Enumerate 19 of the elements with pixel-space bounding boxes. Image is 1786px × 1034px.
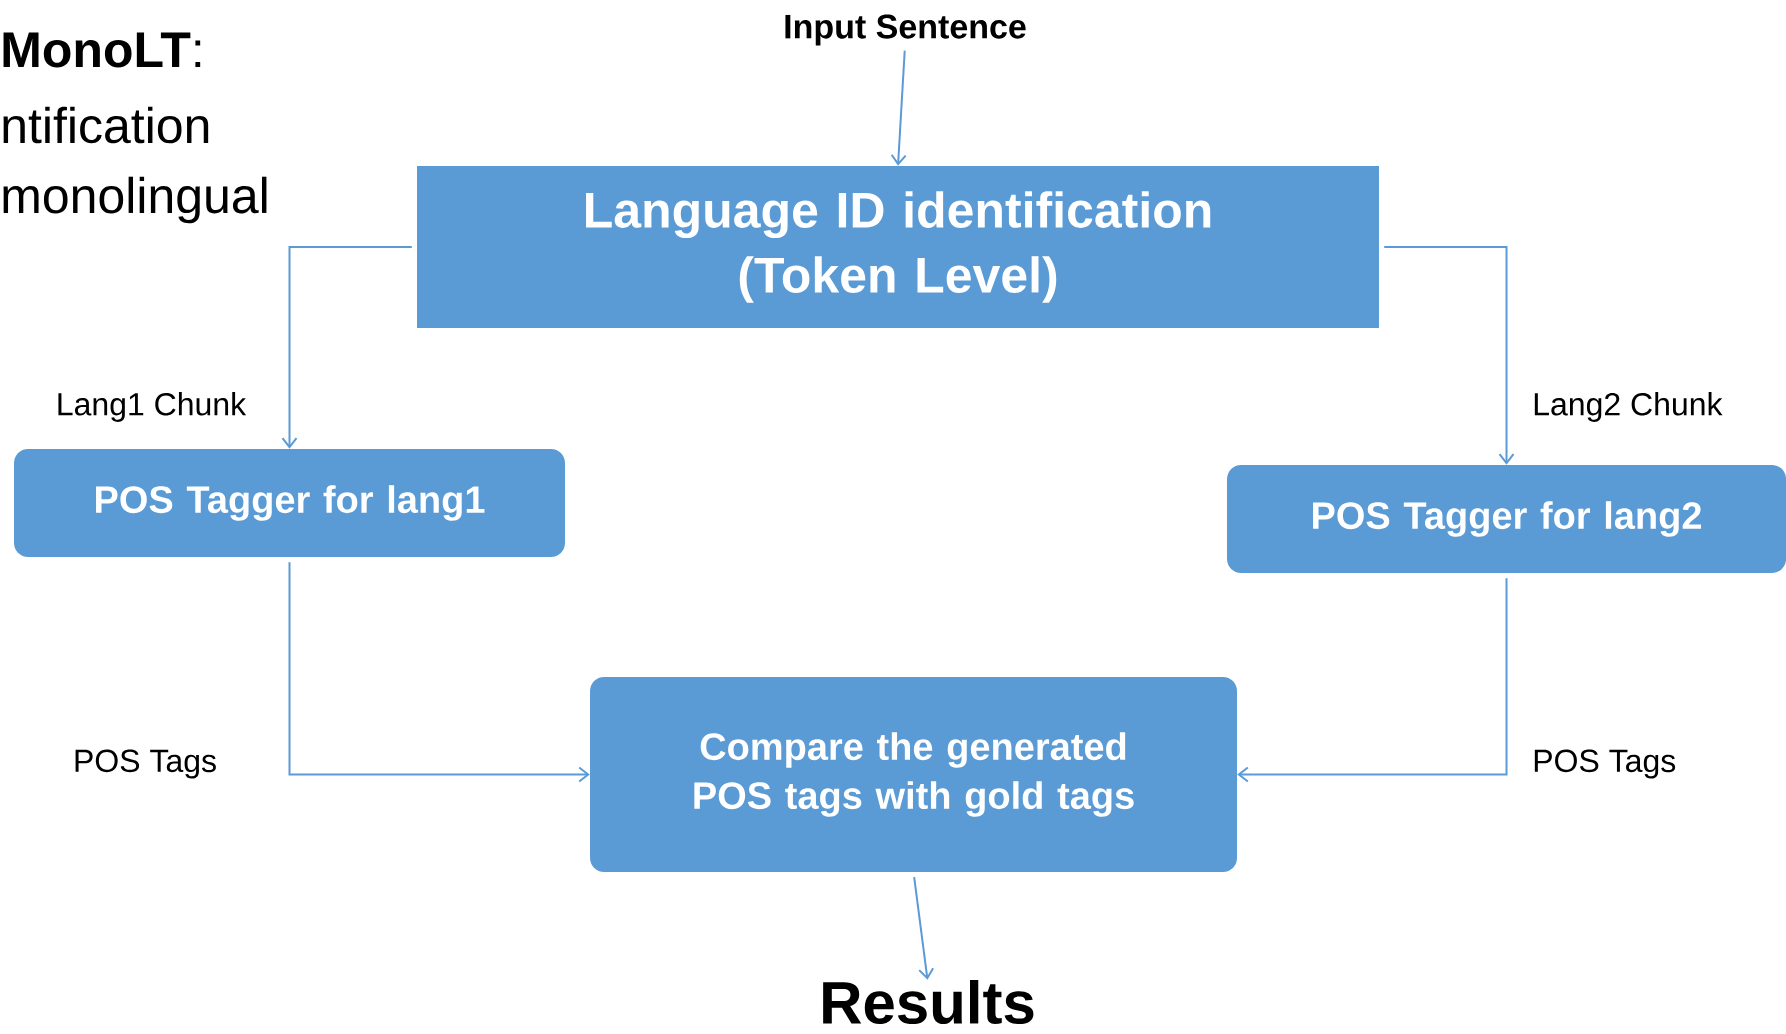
arrow — [281, 246, 413, 449]
process-box: POS Tagger for lang1 — [14, 449, 565, 557]
process-box: Compare the generated POS tags with gold tags — [590, 677, 1237, 872]
heading-text: ntification — [3, 106, 209, 144]
heading-text: monolingual — [3, 176, 267, 224]
arrow — [288, 561, 590, 783]
edge-label: Lang2 Chunk — [1534, 392, 1723, 422]
process-box: POS Tagger for lang2 — [1227, 465, 1786, 573]
edge-label: Lang1 Chunk — [58, 392, 247, 422]
process-box: Language ID identification (Token Level) — [417, 166, 1379, 328]
arrow — [1383, 246, 1515, 465]
result-text: Results — [823, 980, 1034, 1025]
heading-text: Input Sentence — [785, 14, 1026, 46]
heading-text: MonoLT: — [3, 32, 201, 68]
edge-label: POS Tags — [1534, 749, 1676, 779]
arrow — [1237, 577, 1508, 783]
edge-label: POS Tags — [75, 749, 216, 779]
arrow — [890, 49, 907, 166]
arrow — [913, 876, 935, 980]
